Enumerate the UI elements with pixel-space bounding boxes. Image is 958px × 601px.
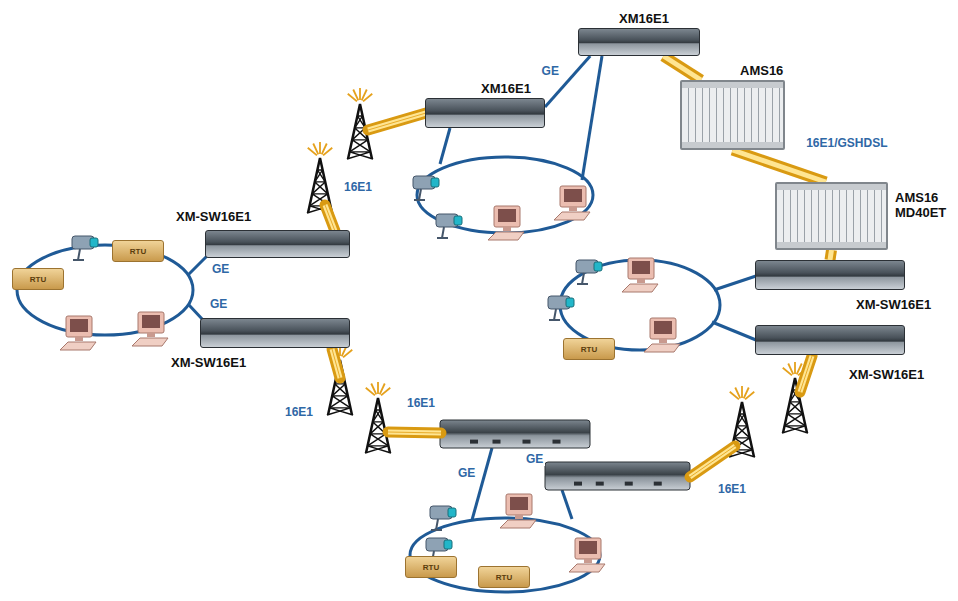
lan-ring bbox=[410, 518, 600, 592]
device-label: XM-SW16E1 bbox=[171, 355, 246, 370]
connector-line bbox=[733, 150, 826, 182]
link-label: GE bbox=[210, 262, 231, 276]
rtu-box: RTU bbox=[12, 268, 64, 290]
lan-ring bbox=[417, 157, 593, 233]
e1-bundle bbox=[388, 432, 441, 433]
link-label: GE bbox=[540, 64, 561, 78]
link-label: GE bbox=[208, 297, 229, 311]
link-label: GE bbox=[456, 466, 477, 480]
device-label: XM-SW16E1 bbox=[849, 367, 924, 382]
radio-tower bbox=[347, 88, 373, 159]
rtu-label: RTU bbox=[564, 339, 614, 361]
ge-link bbox=[714, 276, 756, 290]
e1-bundle bbox=[325, 205, 335, 231]
e1-bundle bbox=[830, 250, 832, 260]
computer-icon bbox=[569, 538, 605, 572]
network-device: XM-SW16E1 bbox=[755, 260, 905, 290]
e1-bundle bbox=[332, 349, 340, 378]
computer-icon bbox=[488, 206, 524, 240]
network-device: XM16E1 bbox=[578, 28, 700, 56]
computer-icon bbox=[132, 312, 168, 346]
equipment-rack: AMS16 MD40ET bbox=[775, 182, 888, 250]
e1-bundle bbox=[690, 446, 735, 477]
rtu-box: RTU bbox=[563, 338, 615, 360]
device-label: XM16E1 bbox=[481, 81, 531, 96]
lan-ring bbox=[17, 245, 193, 335]
rtu-label: RTU bbox=[13, 269, 63, 291]
ge-link bbox=[472, 448, 492, 520]
camera-icon bbox=[72, 236, 98, 260]
e1-bundle bbox=[368, 113, 426, 130]
connector-bundle bbox=[830, 250, 832, 260]
link-label: GE bbox=[524, 452, 545, 466]
ge-link bbox=[562, 490, 572, 519]
computer-icon bbox=[60, 316, 96, 350]
link-label: 16E1/GSHDSL bbox=[804, 136, 889, 150]
ge-link bbox=[188, 256, 207, 275]
connector-bundle bbox=[733, 150, 826, 182]
ge-link bbox=[712, 322, 756, 340]
device-label: XM16E1 bbox=[619, 11, 669, 26]
e1-bundle bbox=[800, 356, 812, 392]
connector-line bbox=[830, 250, 832, 260]
computer-icon bbox=[554, 186, 590, 220]
e1-bundle bbox=[663, 56, 701, 80]
device-label: XM-SW16E1 bbox=[856, 297, 931, 312]
link-label: 16E1 bbox=[405, 396, 437, 410]
e1-bundle bbox=[733, 150, 826, 182]
camera-icon bbox=[413, 176, 439, 200]
link-label: 16E1 bbox=[716, 482, 748, 496]
computer-icon bbox=[644, 318, 680, 352]
camera-icon bbox=[436, 214, 462, 238]
rtu-box: RTU bbox=[112, 240, 164, 262]
network-device: XM-SW16E1 bbox=[755, 325, 905, 355]
rtu-label: RTU bbox=[113, 241, 163, 263]
ge-link bbox=[440, 128, 450, 164]
radio-tower bbox=[365, 382, 391, 453]
rtu-box: RTU bbox=[405, 556, 457, 578]
camera-icon bbox=[548, 296, 574, 320]
network-device bbox=[440, 420, 590, 448]
connector-line bbox=[663, 56, 701, 80]
device-label: AMS16 bbox=[740, 63, 783, 78]
computer-icon bbox=[500, 494, 536, 528]
rtu-box: RTU bbox=[478, 566, 530, 588]
rtu-label: RTU bbox=[406, 557, 456, 579]
network-device bbox=[545, 462, 690, 490]
ge-link bbox=[582, 56, 602, 180]
camera-icon bbox=[430, 506, 456, 530]
computer-icon bbox=[622, 258, 658, 292]
link-label: 16E1 bbox=[283, 405, 315, 419]
network-device: XM16E1 bbox=[425, 98, 545, 128]
device-label: AMS16 MD40ET bbox=[895, 190, 957, 220]
camera-icon bbox=[576, 260, 602, 284]
lan-ring bbox=[560, 260, 720, 350]
network-device: XM-SW16E1 bbox=[205, 230, 350, 258]
link-label: 16E1 bbox=[342, 180, 374, 194]
connector-bundle bbox=[663, 56, 701, 80]
device-label: XM-SW16E1 bbox=[176, 209, 251, 224]
equipment-rack: AMS16 bbox=[680, 80, 785, 150]
network-device: XM-SW16E1 bbox=[200, 318, 350, 348]
radio-tower bbox=[327, 344, 353, 415]
rtu-label: RTU bbox=[479, 567, 529, 589]
